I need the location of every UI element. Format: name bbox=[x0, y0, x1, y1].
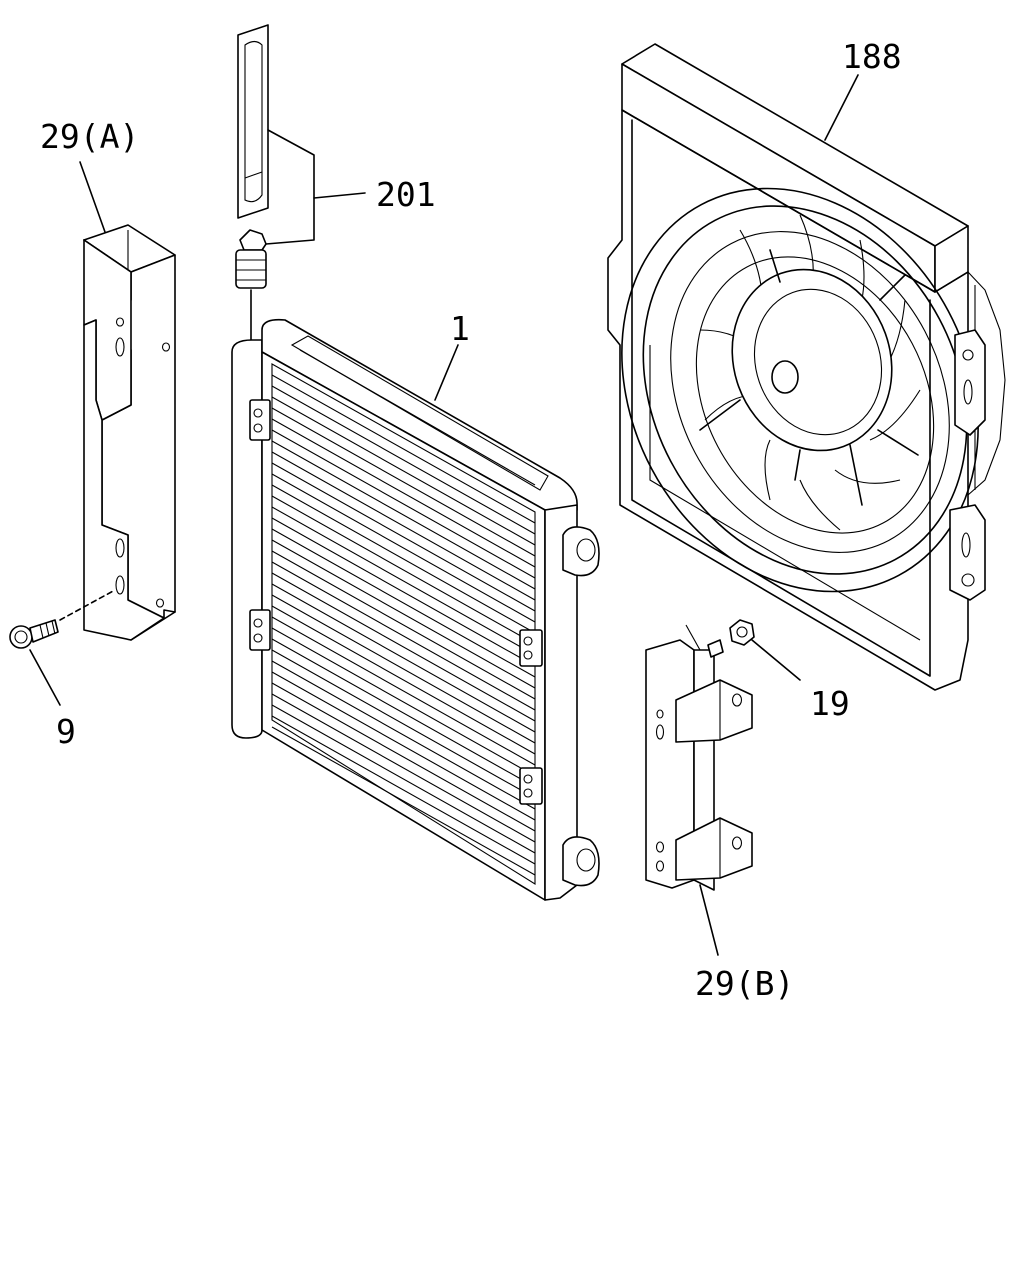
bracket-29b bbox=[645, 624, 753, 956]
callout-9: 9 bbox=[56, 712, 76, 751]
condenser-fin-line bbox=[271, 539, 536, 689]
condenser-fin-line bbox=[271, 594, 536, 744]
fan-shroud-188 bbox=[607, 43, 1006, 691]
dryer-kit-201 bbox=[235, 24, 366, 346]
condenser-fin-line bbox=[271, 396, 536, 546]
condenser-fin-line bbox=[271, 517, 536, 667]
condenser-fin-line bbox=[271, 682, 536, 832]
condenser-fin-line bbox=[271, 374, 536, 524]
condenser-fin-line bbox=[271, 473, 536, 623]
bolt-9 bbox=[9, 589, 116, 706]
condenser-fin-line bbox=[271, 583, 536, 733]
condenser-fin-line bbox=[271, 627, 536, 777]
callout-188: 188 bbox=[842, 37, 902, 76]
callout-29b: 29(B) bbox=[695, 964, 794, 1003]
condenser-fin-line bbox=[271, 638, 536, 788]
condenser-fin-line bbox=[271, 561, 536, 711]
condenser-fin-line bbox=[271, 495, 536, 645]
condenser-fin-line bbox=[271, 407, 536, 557]
condenser-fin-line bbox=[271, 462, 536, 612]
bracket-29a bbox=[79, 161, 176, 641]
condenser-fin-line bbox=[271, 649, 536, 799]
condenser-fin-line bbox=[271, 451, 536, 601]
condenser-fin-line bbox=[271, 440, 536, 590]
condenser-fin-line bbox=[271, 418, 536, 568]
condenser-fin-line bbox=[271, 550, 536, 700]
condenser-fin-line bbox=[271, 715, 536, 865]
condenser-fin-line bbox=[271, 605, 536, 755]
condenser-1 bbox=[231, 318, 600, 901]
condenser-fin-line bbox=[271, 660, 536, 810]
condenser-fin-line bbox=[271, 616, 536, 766]
condenser-fin-line bbox=[271, 429, 536, 579]
condenser-fin-line bbox=[271, 506, 536, 656]
condenser-fin-line bbox=[271, 385, 536, 535]
condenser-fin-line bbox=[271, 693, 536, 843]
callout-1: 1 bbox=[450, 309, 470, 348]
condenser-fin-line bbox=[271, 726, 536, 876]
callout-29a: 29(A) bbox=[40, 117, 139, 156]
condenser-fin-line bbox=[271, 484, 536, 634]
callout-19: 19 bbox=[810, 684, 850, 723]
condenser-fin-line bbox=[271, 572, 536, 722]
condenser-fins bbox=[271, 374, 536, 876]
condenser-fin-line bbox=[271, 528, 536, 678]
condenser-fin-line bbox=[271, 671, 536, 821]
nut-19 bbox=[729, 619, 801, 681]
callout-201: 201 bbox=[376, 175, 436, 214]
condenser-fin-line bbox=[271, 704, 536, 854]
